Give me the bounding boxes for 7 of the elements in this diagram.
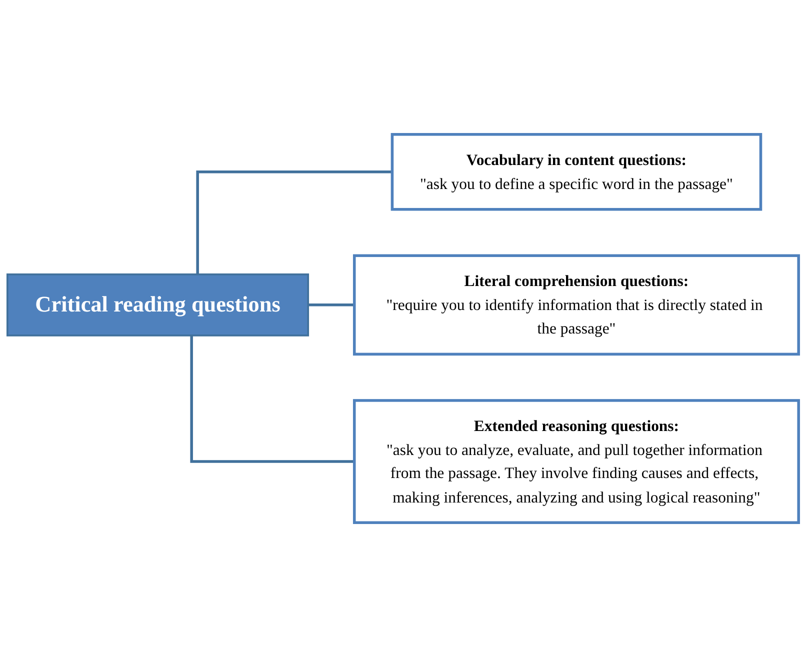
node-box: Critical reading questions bbox=[6, 274, 310, 337]
connector bbox=[196, 170, 392, 275]
node-box: Literal comprehension questions: "require you to identify information that is directly stated in the passage" bbox=[352, 254, 800, 356]
connector bbox=[190, 336, 354, 464]
node-box: Vocabulary in content questions: "ask you to define a specific word in the passage" bbox=[390, 134, 762, 212]
connector bbox=[306, 304, 354, 307]
node-box: Extended reasoning questions: "ask you to analyze, evaluate, and pull together information from the passage. They involve finding causes and effects, making inferences, analyzing and using logical reasoning" bbox=[352, 400, 800, 524]
